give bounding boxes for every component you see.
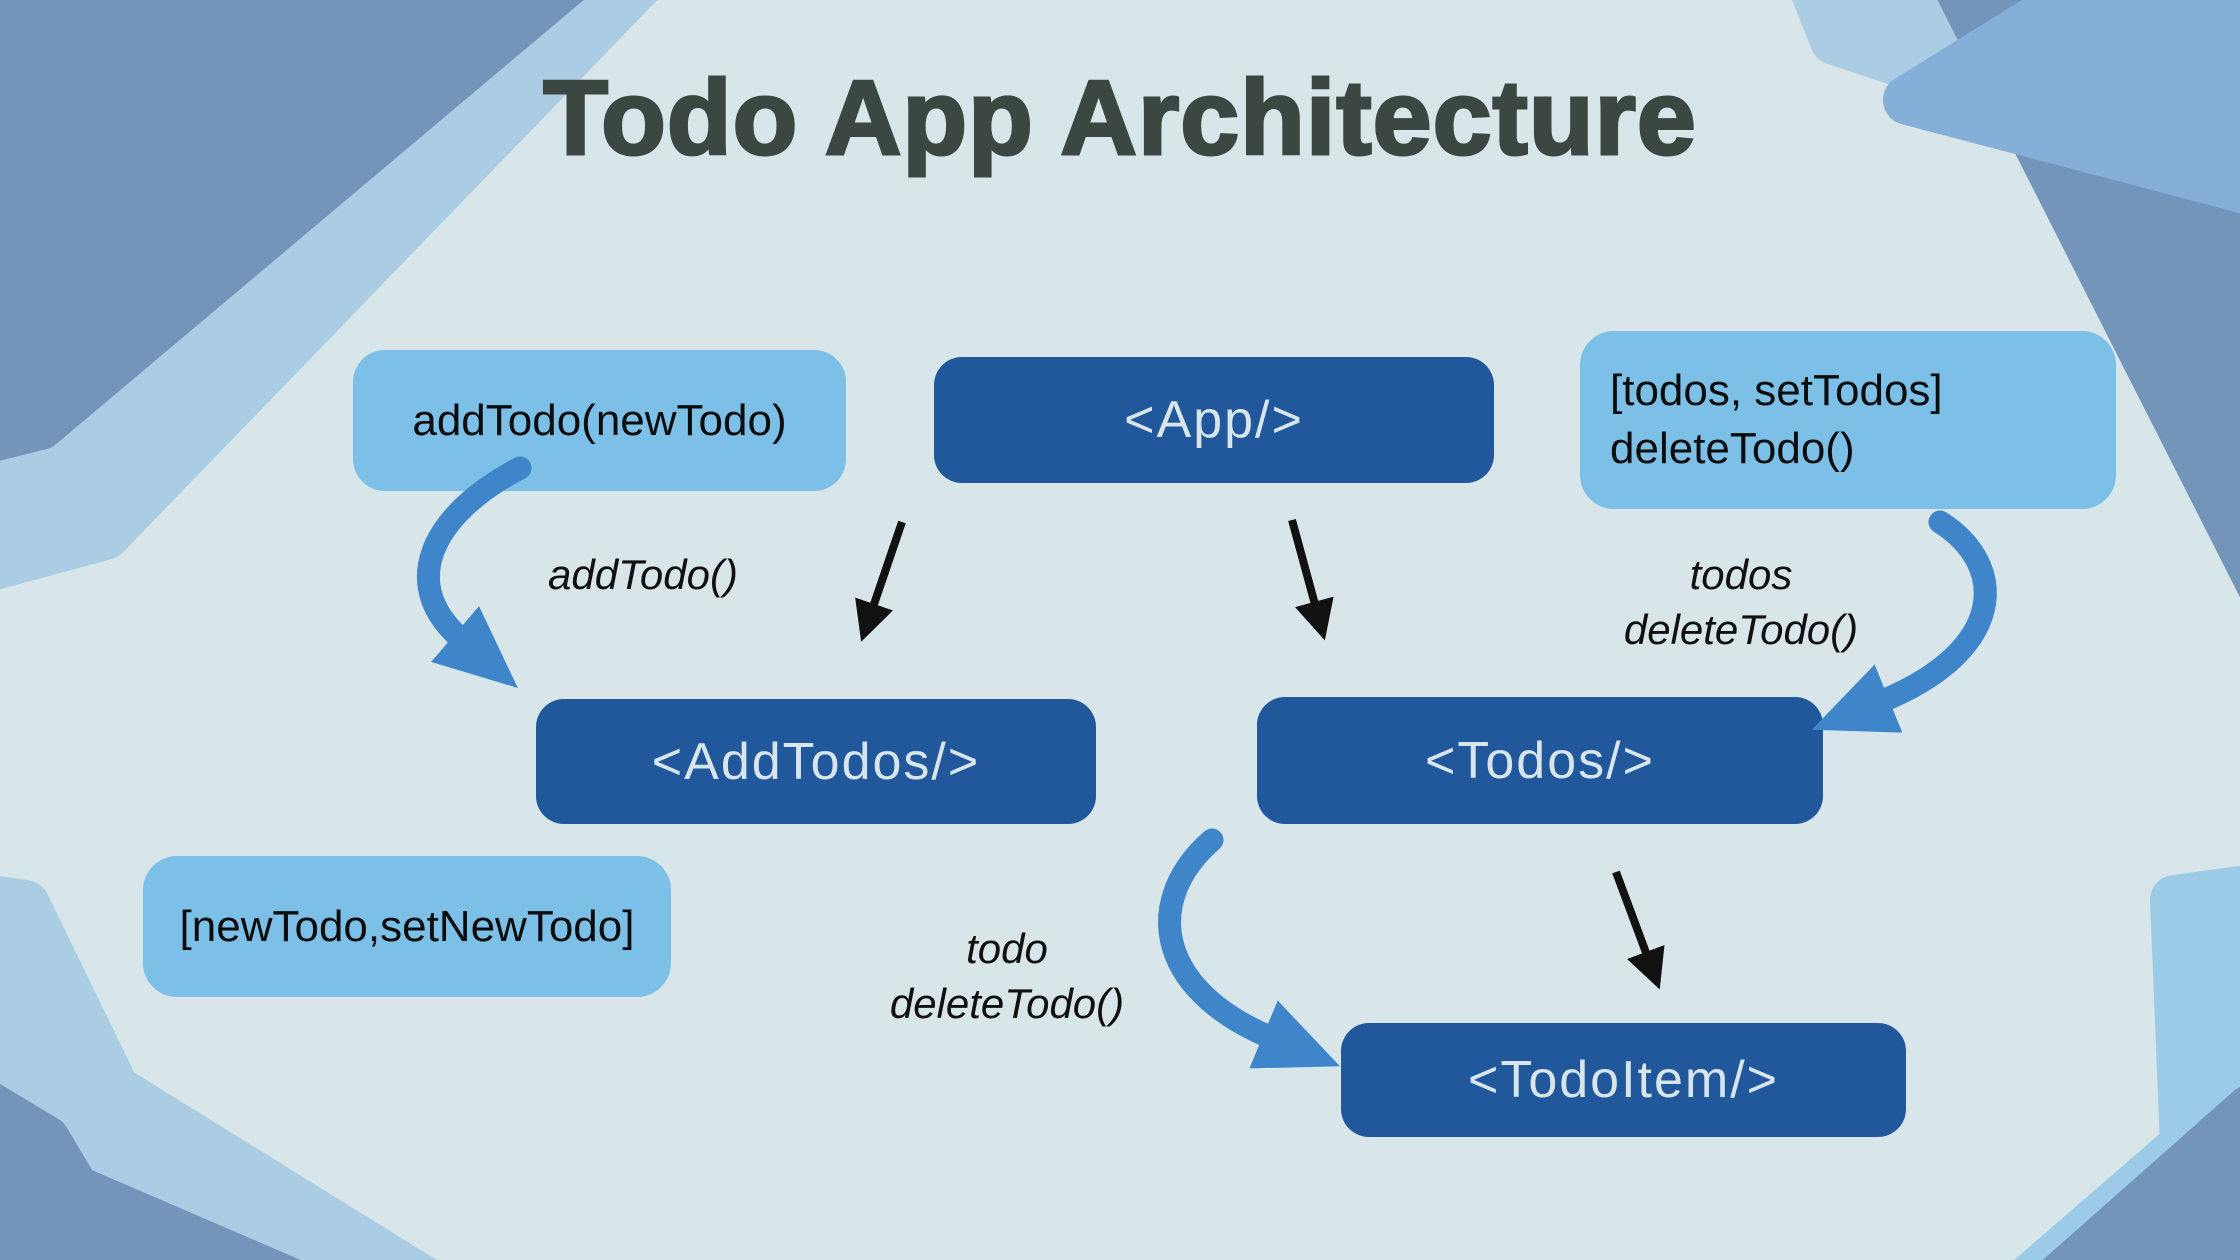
- component-box-todoitem-label: <TodoItem/>: [1467, 1051, 1780, 1109]
- state-box-addtodo-function: addTodo(newTodo): [353, 350, 846, 491]
- edge-label-addtodo-call: addTodo(): [548, 551, 738, 598]
- state-box-todos-state: [todos, setTodos] deleteTodo(): [1580, 331, 2116, 509]
- state-box-newtodo-state: [newTodo,setNewTodo]: [143, 856, 671, 997]
- state-box-todos-state-line1: [todos, setTodos]: [1610, 365, 1943, 415]
- component-box-todos: <Todos/>: [1257, 697, 1823, 824]
- state-box-newtodo-state-label: [newTodo,setNewTodo]: [179, 901, 635, 951]
- component-box-addtodos: <AddTodos/>: [536, 699, 1096, 824]
- corner-shape-top-left-dark: [0, 0, 584, 461]
- component-box-todos-label: <Todos/>: [1425, 731, 1655, 790]
- component-box-app-label: <App/>: [1124, 391, 1304, 449]
- page-title: Todo App Architecture: [542, 58, 1698, 179]
- corner-shape-bottom-right-dark: [2042, 1087, 2240, 1260]
- corner-shape-bottom-left-dark: [0, 1083, 301, 1260]
- state-box-todos-state-line2: deleteTodo(): [1610, 424, 1855, 473]
- edge-label-todos-props: todos deleteTodo(): [1623, 551, 1859, 653]
- component-box-app: <App/>: [934, 357, 1494, 483]
- edge-label-todo-props: todo deleteTodo(): [889, 925, 1125, 1027]
- component-box-todoitem: <TodoItem/>: [1341, 1023, 1906, 1137]
- corner-shape-top-right-medium: [1883, 0, 2240, 214]
- corner-shape-bottom-left-light: [0, 876, 437, 1260]
- component-box-addtodos-label: <AddTodos/>: [651, 732, 981, 791]
- state-box-addtodo-function-label: addTodo(newTodo): [412, 395, 787, 445]
